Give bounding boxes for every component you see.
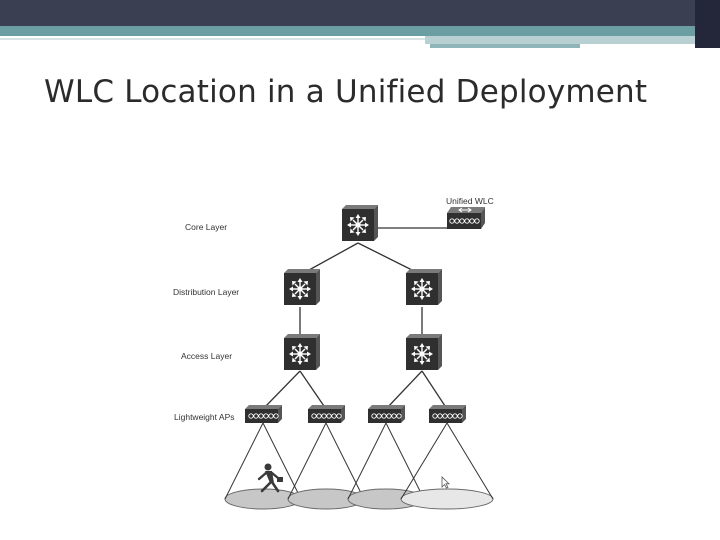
label-core-layer: Core Layer bbox=[185, 222, 227, 232]
coverage-cell-2 bbox=[287, 422, 365, 510]
network-diagram: Core Layer Distribution Layer Access Lay… bbox=[173, 196, 494, 510]
header-band bbox=[0, 0, 720, 26]
label-unified-wlc: Unified WLC bbox=[446, 196, 494, 206]
header-rule bbox=[0, 38, 425, 40]
link-access-ap-3 bbox=[385, 370, 423, 410]
link-access-ap-2 bbox=[299, 370, 327, 410]
label-access-layer: Access Layer bbox=[181, 351, 232, 361]
lightweight-ap-3-icon bbox=[368, 405, 405, 423]
lightweight-ap-1-icon bbox=[245, 405, 282, 423]
core-switch-icon bbox=[342, 205, 378, 241]
header-corner-block bbox=[695, 0, 720, 48]
distribution-switch-right-icon bbox=[406, 269, 442, 305]
network-links bbox=[262, 227, 448, 410]
lightweight-ap-2-icon bbox=[308, 405, 345, 423]
link-access-ap-4 bbox=[421, 370, 448, 410]
label-lightweight-aps: Lightweight APs bbox=[174, 412, 234, 422]
walking-user-icon bbox=[257, 463, 283, 493]
header-stripe-short bbox=[430, 44, 580, 48]
coverage-areas bbox=[224, 422, 494, 510]
slide-title: WLC Location in a Unified Deployment bbox=[44, 74, 648, 110]
coverage-cell-3 bbox=[347, 422, 425, 510]
wlc-controller-icon bbox=[447, 207, 485, 229]
access-switch-right-icon bbox=[406, 334, 442, 370]
header-stripe bbox=[425, 36, 695, 44]
coverage-cell-4 bbox=[400, 422, 494, 510]
link-access-ap-1 bbox=[262, 370, 301, 410]
label-distribution-layer: Distribution Layer bbox=[173, 287, 239, 297]
distribution-switch-left-icon bbox=[284, 269, 320, 305]
cursor-icon bbox=[441, 476, 450, 489]
access-switch-left-icon bbox=[284, 334, 320, 370]
header-accent-band bbox=[0, 26, 720, 36]
lightweight-ap-4-icon bbox=[429, 405, 466, 423]
